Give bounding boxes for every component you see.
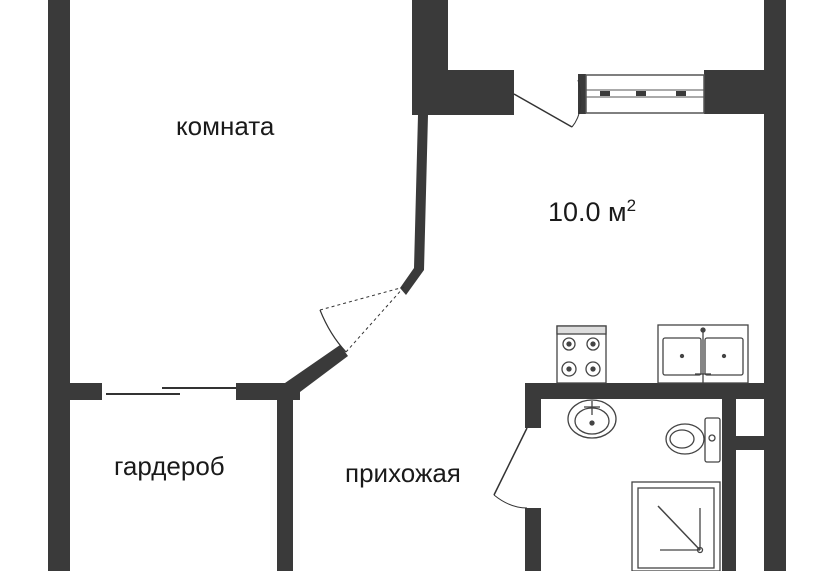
toilet xyxy=(665,417,721,463)
wall-center-thin xyxy=(400,115,428,295)
kitchen-area-value: 10.0 м xyxy=(548,197,627,227)
wall-duct-horizontal xyxy=(736,436,766,450)
room-label: комната xyxy=(176,111,275,141)
stove xyxy=(556,325,607,384)
wall-left-outer xyxy=(48,0,70,571)
bathroom-door xyxy=(493,427,528,509)
wall-top-notch xyxy=(448,70,514,115)
wall-bathroom-top xyxy=(525,383,786,399)
wall-center-top xyxy=(412,0,448,115)
wall-right-outer xyxy=(764,0,786,571)
wall-top-window-left xyxy=(578,74,586,114)
wall-bathroom-left-top xyxy=(525,383,541,428)
shower xyxy=(631,481,721,571)
balcony-door xyxy=(513,79,582,128)
wall-top-right xyxy=(704,70,786,114)
kitchen-sink xyxy=(657,324,749,384)
wall-wardrobe-hall xyxy=(277,395,293,571)
wardrobe-sliding-door xyxy=(106,387,236,395)
wall-bathroom-left-bottom xyxy=(525,508,541,571)
walls xyxy=(48,0,786,571)
balcony-window xyxy=(585,74,705,114)
kitchen-area-unit-exponent: 2 xyxy=(627,196,636,215)
bathroom-washbasin xyxy=(567,399,617,439)
wall-diagonal-hall xyxy=(285,345,348,400)
kitchen-area-label: 10.0 м2 xyxy=(548,196,636,227)
room-door xyxy=(319,286,405,353)
wall-room-wardrobe-left xyxy=(70,383,102,400)
wall-duct-vertical xyxy=(722,399,736,571)
hallway-label: прихожая xyxy=(345,458,461,488)
wardrobe-label: гардероб xyxy=(114,451,225,481)
